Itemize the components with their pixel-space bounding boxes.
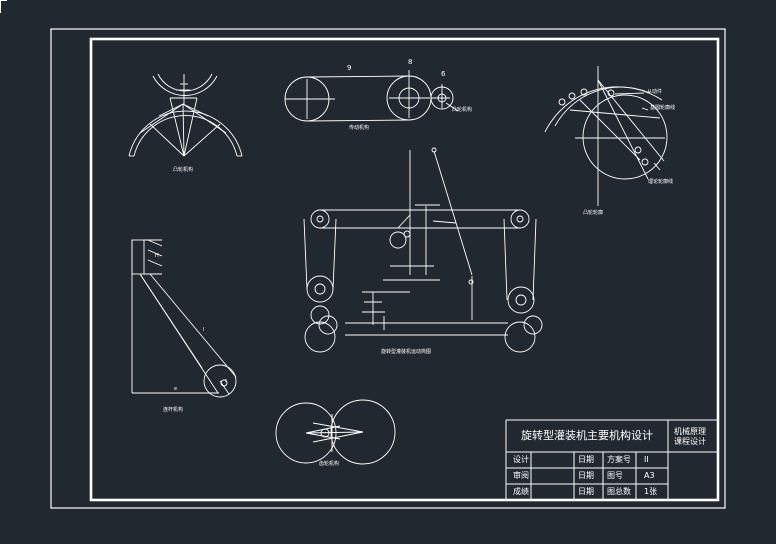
- belt-mark-8: 8: [408, 58, 413, 66]
- cam-profile-theory: 理论轮廓线: [648, 179, 674, 185]
- row-date-design: 日期: [578, 455, 594, 464]
- row-date-grade: 日期: [578, 487, 594, 496]
- row-role-review: 审阅: [513, 471, 529, 480]
- crank-mark-e: e: [174, 386, 178, 392]
- belt-mark-cam: 凸轮机构: [452, 107, 473, 113]
- outer-frame: [50, 28, 726, 509]
- belt-mark-6: 6: [441, 70, 446, 78]
- cam-profile-label: 凸轮轮廓: [583, 210, 604, 216]
- title-block-title: 旋转型灌装机主要机构设计: [521, 429, 653, 442]
- belt-drive-label: 传动机构: [349, 125, 370, 131]
- row-role-grade: 成绩: [513, 487, 529, 496]
- assembly-label: 旋转型灌装机运动简图: [381, 349, 432, 355]
- gear-pair-view: [275, 399, 396, 465]
- crank-mark-r: r: [225, 378, 228, 384]
- cam-profile-view: [544, 66, 668, 206]
- row-value-review: A3: [644, 471, 655, 480]
- row-field-grade: 图总数: [607, 487, 631, 496]
- row-field-design: 方案号: [607, 455, 631, 464]
- cam-view: [128, 73, 243, 157]
- cam-view-label: 凸轮机构: [173, 167, 194, 173]
- crank-slider-view: [131, 239, 237, 398]
- cam-profile-follower: 从动件: [647, 89, 663, 95]
- inner-frame: [89, 37, 720, 502]
- title-block-grid: [505, 419, 718, 500]
- row-date-review: 日期: [578, 471, 594, 480]
- cam-profile-base: 基圆轮廓线: [650, 105, 676, 111]
- ucs-icon: [0, 0, 7, 13]
- belt-drive-view: [284, 70, 459, 122]
- crank-mark-l: l: [203, 327, 205, 333]
- title-block-course-2: 课程设计: [674, 437, 706, 446]
- assembly-view: [303, 147, 543, 353]
- gear-pair-label: 齿轮机构: [319, 461, 340, 467]
- row-value-design: II: [644, 455, 649, 464]
- title-block-course-1: 机械原理: [674, 427, 706, 436]
- crank-slider-label: 连杆机构: [163, 407, 184, 413]
- crank-mark-h: H: [155, 253, 159, 259]
- row-field-review: 图号: [607, 471, 623, 480]
- row-role-design: 设计: [513, 455, 529, 464]
- row-value-grade: 1张: [644, 487, 658, 496]
- belt-mark-9: 9: [347, 64, 352, 72]
